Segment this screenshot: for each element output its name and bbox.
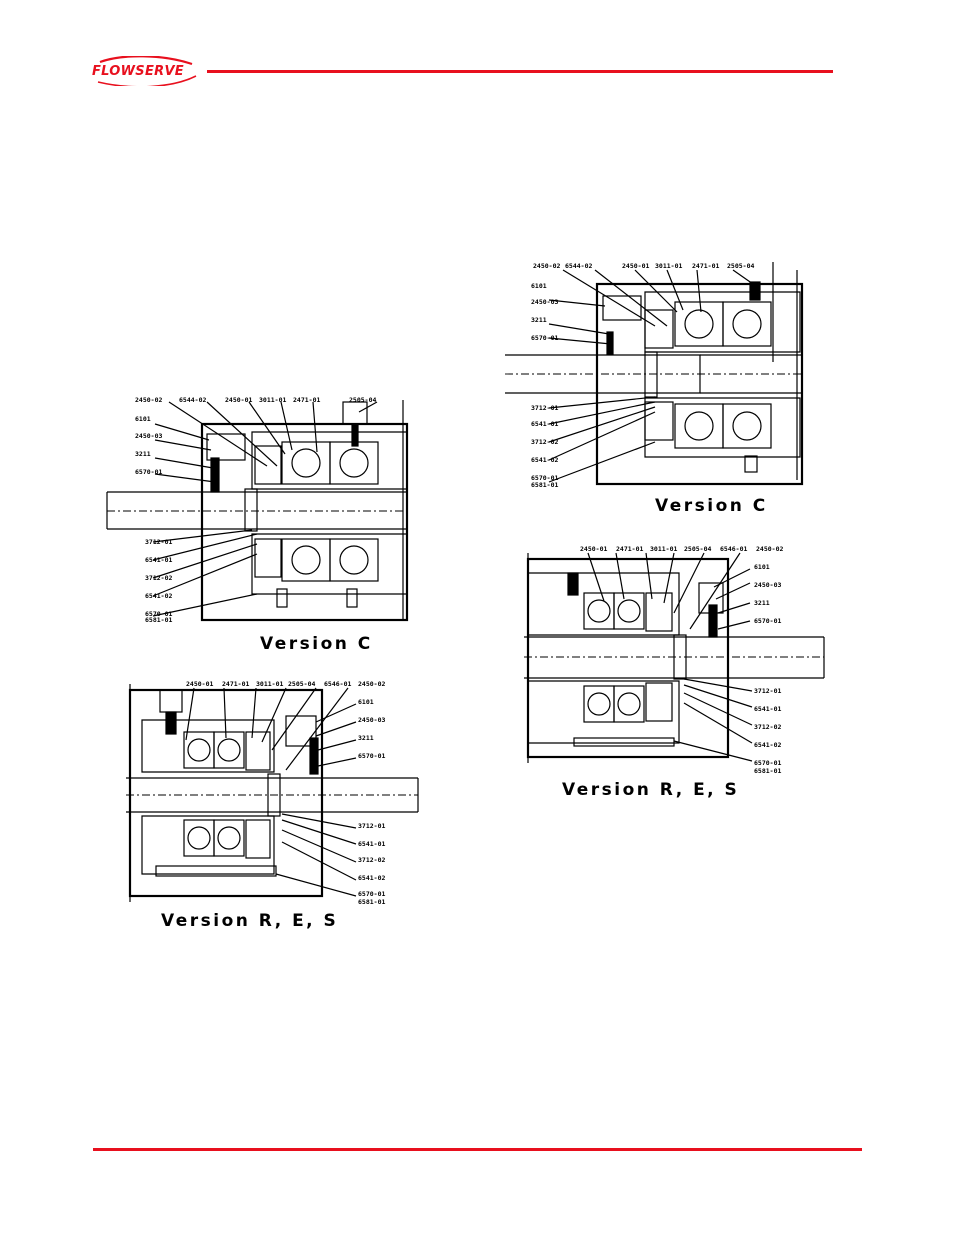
svg-text:6101: 6101	[531, 282, 547, 290]
svg-text:6581-01: 6581-01	[358, 898, 385, 906]
drawing-top-left: 2450-02 6544-02 2450-01 3011-01 2471-01 …	[106, 396, 409, 624]
svg-text:2450-03: 2450-03	[754, 581, 781, 589]
svg-text:3712-01: 3712-01	[145, 538, 172, 546]
svg-text:2450-01: 2450-01	[186, 680, 213, 688]
top-left-labels: 2450-02 6544-02 2450-01 3011-01 2471-01 …	[135, 396, 376, 624]
svg-text:2450-02: 2450-02	[533, 262, 560, 270]
svg-text:6581-01: 6581-01	[754, 767, 781, 775]
svg-text:6541-02: 6541-02	[754, 741, 781, 749]
bottom-right-labels: 2450-01 2471-01 3011-01 2505-04 6546-01 …	[580, 545, 783, 775]
svg-text:6541-01: 6541-01	[754, 705, 781, 713]
svg-text:2450-02: 2450-02	[135, 396, 162, 404]
svg-text:2505-04: 2505-04	[288, 680, 315, 688]
flowserve-logo: FLOWSERVE	[92, 56, 197, 86]
svg-text:2450-03: 2450-03	[358, 716, 385, 724]
svg-text:6541-01: 6541-01	[531, 420, 558, 428]
svg-text:2450-03: 2450-03	[135, 432, 162, 440]
svg-text:6581-01: 6581-01	[145, 616, 172, 624]
caption-top-left: Version C	[260, 634, 373, 654]
svg-text:6570-01: 6570-01	[145, 610, 172, 618]
svg-text:3011-01: 3011-01	[259, 396, 286, 404]
footer-rule	[93, 1148, 862, 1151]
caption-bottom-left: Version R, E, S	[161, 911, 339, 931]
svg-text:2505-04: 2505-04	[349, 396, 376, 404]
svg-text:6101: 6101	[358, 698, 374, 706]
svg-text:6546-01: 6546-01	[720, 545, 747, 553]
svg-text:3211: 3211	[754, 599, 770, 607]
svg-text:6570-01: 6570-01	[358, 752, 385, 760]
svg-text:6101: 6101	[754, 563, 770, 571]
svg-text:3712-02: 3712-02	[531, 438, 558, 446]
svg-text:6581-01: 6581-01	[531, 481, 558, 489]
svg-text:2450-01: 2450-01	[225, 396, 252, 404]
svg-text:3211: 3211	[135, 450, 151, 458]
svg-text:6570-01: 6570-01	[358, 890, 385, 898]
svg-text:6541-02: 6541-02	[358, 874, 385, 882]
svg-text:6570-01: 6570-01	[531, 474, 558, 482]
svg-text:2471-01: 2471-01	[616, 545, 643, 553]
caption-top-right: Version C	[655, 496, 768, 516]
svg-text:2471-01: 2471-01	[293, 396, 320, 404]
svg-text:2450-01: 2450-01	[580, 545, 607, 553]
drawing-bottom-left: 2450-01 2471-01 3011-01 2505-04 6546-01 …	[126, 680, 419, 906]
svg-text:2450-03: 2450-03	[531, 298, 558, 306]
brand-name: FLOWSERVE	[92, 64, 184, 79]
drawing-top-right: 2450-02 6544-02 2450-01 3011-01 2471-01 …	[505, 262, 804, 489]
svg-text:2505-04: 2505-04	[727, 262, 754, 270]
svg-text:3712-02: 3712-02	[145, 574, 172, 582]
caption-bottom-right: Version R, E, S	[562, 780, 740, 800]
svg-text:6570-01: 6570-01	[135, 468, 162, 476]
svg-text:6570-01: 6570-01	[754, 617, 781, 625]
svg-text:6541-02: 6541-02	[145, 592, 172, 600]
svg-text:6544-02: 6544-02	[565, 262, 592, 270]
header-rule	[207, 70, 833, 73]
svg-text:6570-01: 6570-01	[531, 334, 558, 342]
svg-text:6546-01: 6546-01	[324, 680, 351, 688]
svg-text:6541-02: 6541-02	[531, 456, 558, 464]
svg-text:6570-01: 6570-01	[754, 759, 781, 767]
svg-text:3712-02: 3712-02	[754, 723, 781, 731]
svg-text:2450-02: 2450-02	[358, 680, 385, 688]
top-right-labels: 2450-02 6544-02 2450-01 3011-01 2471-01 …	[531, 262, 754, 489]
svg-text:6101: 6101	[135, 415, 151, 423]
bottom-left-labels: 2450-01 2471-01 3011-01 2505-04 6546-01 …	[186, 680, 385, 906]
svg-text:2471-01: 2471-01	[222, 680, 249, 688]
svg-text:2450-01: 2450-01	[622, 262, 649, 270]
svg-text:3211: 3211	[358, 734, 374, 742]
svg-text:2471-01: 2471-01	[692, 262, 719, 270]
svg-text:3712-01: 3712-01	[754, 687, 781, 695]
svg-text:2450-02: 2450-02	[756, 545, 783, 553]
svg-text:6541-01: 6541-01	[145, 556, 172, 564]
svg-text:3712-01: 3712-01	[531, 404, 558, 412]
svg-text:3011-01: 3011-01	[650, 545, 677, 553]
svg-text:6544-02: 6544-02	[179, 396, 206, 404]
svg-text:3712-01: 3712-01	[358, 822, 385, 830]
svg-text:6541-01: 6541-01	[358, 840, 385, 848]
svg-text:2505-04: 2505-04	[684, 545, 711, 553]
svg-text:3712-02: 3712-02	[358, 856, 385, 864]
svg-text:3011-01: 3011-01	[256, 680, 283, 688]
svg-text:3011-01: 3011-01	[655, 262, 682, 270]
svg-text:3211: 3211	[531, 316, 547, 324]
drawing-bottom-right: 2450-01 2471-01 3011-01 2505-04 6546-01 …	[524, 545, 825, 775]
